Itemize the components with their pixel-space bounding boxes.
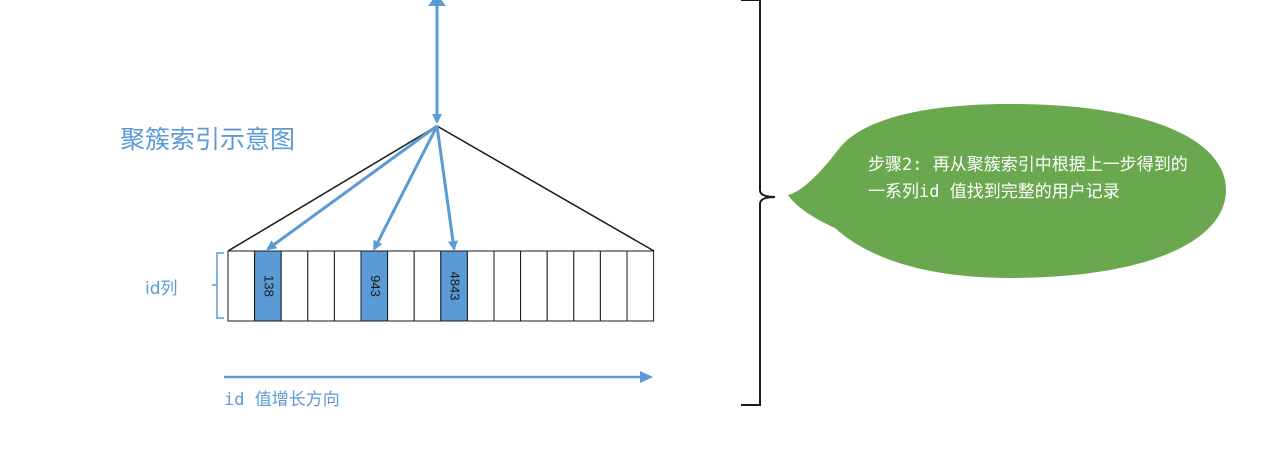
callout-bubble bbox=[788, 104, 1226, 278]
incoming-arrow-tip-icon bbox=[428, 0, 446, 6]
leaf-cell bbox=[307, 250, 335, 322]
leaf-cell bbox=[413, 250, 442, 322]
leaf-cell bbox=[466, 250, 495, 322]
leaf-cell bbox=[599, 250, 628, 322]
leaf-cell bbox=[493, 250, 522, 322]
callout-text: 步骤2: 再从聚簇索引中根据上一步得到的一系列id 值找到完整的用户记录 bbox=[868, 155, 1188, 202]
pointer-arrows bbox=[266, 124, 458, 251]
id-direction-label: id 值增长方向 bbox=[224, 390, 340, 410]
leaf-cell bbox=[546, 250, 575, 322]
pointer-arrow bbox=[435, 125, 458, 251]
diagram-title: 聚簇索引示意图 bbox=[120, 125, 296, 154]
right-curly-brace bbox=[741, 0, 776, 406]
leaf-cell-highlighted bbox=[440, 250, 468, 322]
leaf-row: 138 943 4843 bbox=[227, 250, 655, 322]
id-column-bracket bbox=[212, 252, 224, 319]
leaf-cell-highlighted bbox=[360, 250, 389, 322]
leaf-cell bbox=[227, 250, 256, 322]
leaf-cell bbox=[520, 250, 548, 322]
leaf-cell-value: 138 bbox=[261, 275, 276, 297]
leaf-cell bbox=[333, 250, 362, 322]
leaf-cell bbox=[280, 250, 309, 322]
leaf-cell bbox=[387, 250, 415, 322]
leaf-cell-value: 4843 bbox=[448, 272, 463, 301]
tree-right-edge bbox=[436, 125, 655, 252]
tree-left-edge bbox=[227, 125, 438, 252]
pointer-arrow bbox=[372, 125, 439, 251]
direction-arrow-head-icon bbox=[640, 371, 653, 383]
pointer-arrow bbox=[266, 124, 438, 251]
leaf-cell bbox=[573, 250, 601, 322]
id-column-label: id列 bbox=[145, 279, 178, 299]
leaf-cell bbox=[626, 250, 655, 322]
leaf-cell-value: 943 bbox=[368, 275, 383, 297]
